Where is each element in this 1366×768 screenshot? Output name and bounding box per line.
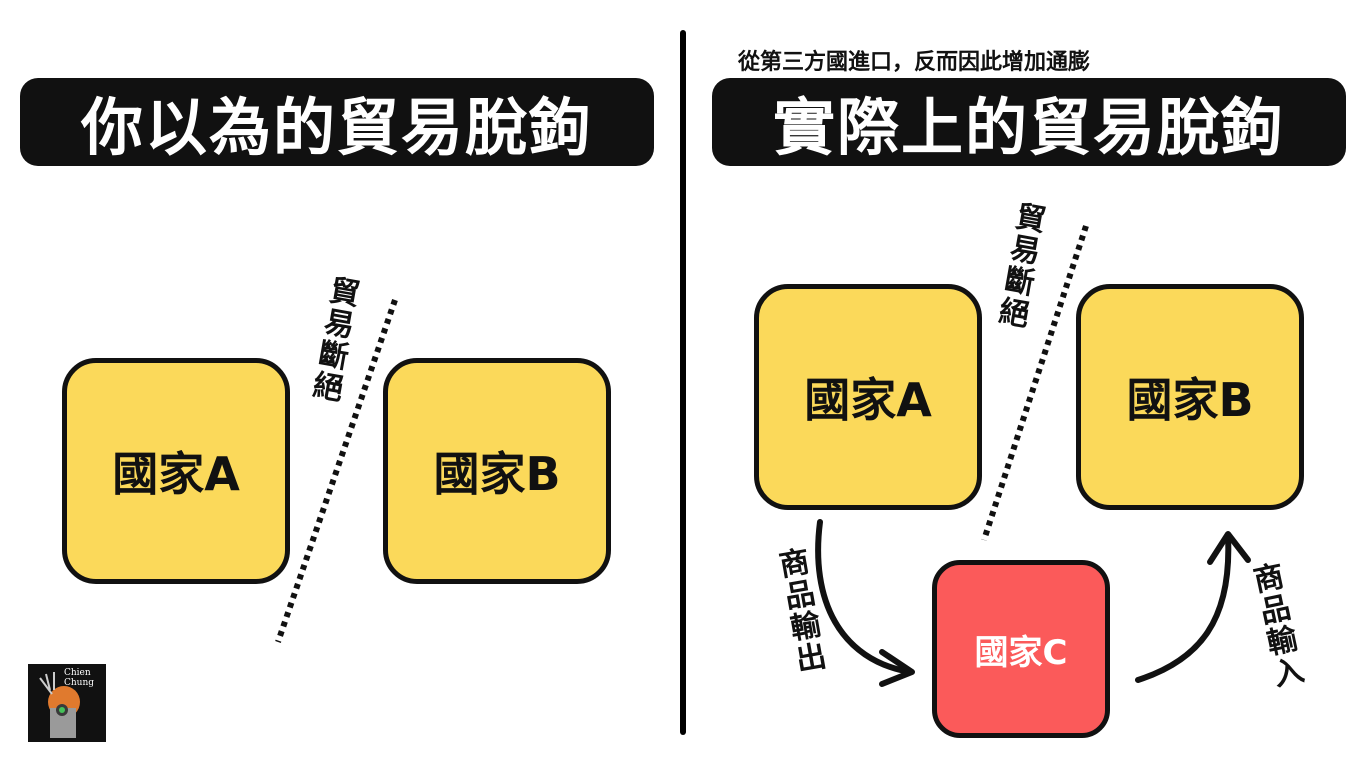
export-arrow-head	[879, 649, 915, 687]
left-title: 你以為的貿易脫鉤	[20, 78, 654, 166]
logo-text: Chien Chung	[64, 668, 94, 688]
right-title: 實際上的貿易脫鉤	[712, 78, 1346, 166]
import-arrow	[1135, 533, 1232, 683]
logo-figure-icon	[39, 672, 80, 738]
right-country-c-box: 國家C	[932, 560, 1110, 738]
import-arrow-head	[1207, 531, 1251, 565]
left-cut-dotted-line	[275, 299, 398, 643]
logo-text-line1: Chien	[64, 668, 91, 678]
right-subtitle: 從第三方國進口，反而因此增加通膨	[738, 50, 1091, 75]
logo-text-line2: Chung	[64, 678, 95, 688]
right-cut-dotted-line	[981, 225, 1089, 541]
export-arrow	[815, 519, 913, 675]
right-country-a-box: 國家A	[754, 284, 982, 510]
left-country-b-box: 國家B	[383, 358, 611, 584]
author-logo: Chien Chung	[28, 664, 106, 742]
right-country-b-box: 國家B	[1076, 284, 1304, 510]
panel-divider	[680, 30, 686, 735]
left-country-a-box: 國家A	[62, 358, 290, 584]
